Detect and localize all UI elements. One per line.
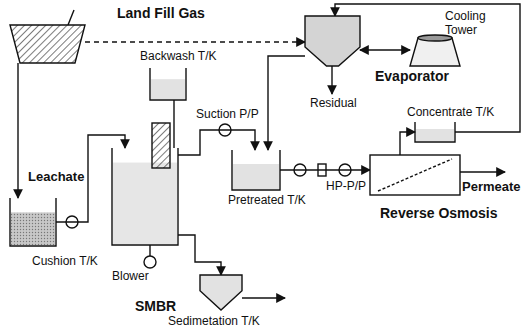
shape-outline [415,122,455,142]
pipe-connector [178,130,255,155]
node-shape [10,198,56,246]
stream-label: Permeate [462,180,521,195]
shape-outline [112,123,178,245]
pipe-connector [85,41,305,42]
shape-outline [370,155,460,195]
node-label: Evaporator [375,68,449,84]
outflow-arrow [331,66,332,94]
pipe-connector [268,56,305,150]
node-shape [305,16,360,66]
smbr-tank: SMBR [112,148,178,245]
node-shape [10,25,85,63]
ro-module: Reverse Osmosis [370,155,460,195]
stream-label: Residual [310,97,357,111]
cushion-tank: LeachateCushion T/K [10,198,56,246]
node-shape [370,155,460,195]
shape-outline [10,25,85,63]
node-shape [112,148,178,245]
liquid [11,212,55,245]
pump-label: Suction P/P [196,108,259,122]
shape-outline [150,68,186,100]
shape-outline [232,150,280,190]
pipe-connector [335,4,520,132]
node-label: Sedimetation T/K [168,315,260,329]
pump-label: HP-P/P [326,180,366,194]
tank-outline [10,198,56,246]
outflow-arrow [460,171,505,172]
settler-outline [200,275,242,310]
evaporator-outline [305,16,360,66]
node-label: Pretreated T/K [228,194,306,208]
shape-outline [305,16,360,66]
tank-outline [415,122,455,142]
process-drawing [66,10,505,298]
shape-outline [10,198,56,246]
landfill-basket: Land Fill Gas [10,25,85,63]
membrane-module [152,123,170,168]
tank-outline [150,68,186,100]
evaporator: Evaporator [305,16,360,66]
node-label: Cooling Tower [445,10,486,38]
sedimentation-tank: Sedimetation T/K [200,275,242,310]
landfill-outline [10,25,85,63]
concentrate-tank: Concentrate T/K [415,122,455,142]
pipe-connector [400,132,415,155]
node-shape [150,68,186,100]
node-label: SMBR [135,298,176,314]
node-label: Cushion T/K [32,255,98,269]
node-label: Land Fill Gas [117,5,205,21]
cooling-tower: Cooling Tower [410,38,460,66]
blower-label: Blower [112,270,149,284]
node-label: Reverse Osmosis [380,205,498,221]
ro-outline [370,155,460,195]
pipe-connector [17,63,18,198]
node-shape [232,150,280,190]
pipe-connector [173,100,174,148]
node-label: Concentrate T/K [407,106,494,120]
node-shape [415,122,455,142]
pretreated-tank: Pretreated T/K [232,150,280,190]
backwash-tank: Backwash T/K [150,68,186,100]
node-label: Backwash T/K [140,50,216,64]
blower-symbol [144,256,156,268]
membrane-line [378,159,452,191]
liquid [151,79,185,99]
liquid [113,163,177,244]
node-shape [200,275,242,310]
pipe-connector [360,49,410,50]
liquid [416,129,454,141]
tank-outline [232,150,280,190]
shape-outline [410,35,460,66]
pipe-connector [280,169,370,170]
outflow-arrow [242,297,285,298]
pipe [68,10,74,25]
tower-outline [410,38,460,66]
node-shape [410,38,460,66]
pipe-connector [178,235,221,275]
node-label: Leachate [28,170,84,185]
shape-outline [200,275,242,310]
liquid [233,164,279,189]
air-pipe [149,245,150,256]
